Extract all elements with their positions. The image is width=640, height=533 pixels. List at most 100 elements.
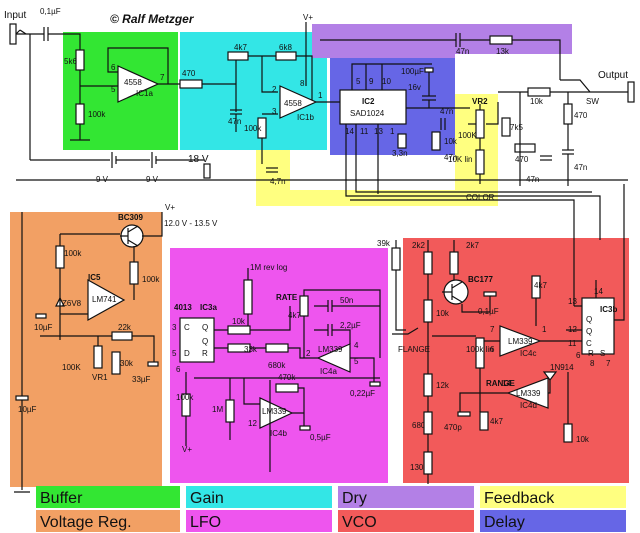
- svg-text:8: 8: [300, 79, 305, 88]
- legend-delay-label: Delay: [484, 514, 525, 531]
- svg-text:47n: 47n: [456, 47, 469, 56]
- svg-text:10µF: 10µF: [34, 323, 53, 332]
- color-label: COLOR: [466, 193, 495, 202]
- svg-text:470: 470: [515, 155, 529, 164]
- svg-text:100K: 100K: [62, 363, 81, 372]
- vr1-pot[interactable]: [93, 345, 103, 369]
- ic4b-comparator: [259, 397, 294, 429]
- svg-text:14: 14: [502, 379, 511, 388]
- svg-text:47n: 47n: [228, 117, 241, 126]
- svg-text:9: 9: [369, 77, 374, 86]
- vr2-pot[interactable]: [475, 109, 485, 139]
- svg-text:10k: 10k: [444, 137, 458, 146]
- svg-text:16v: 16v: [408, 83, 421, 92]
- dry-region: [312, 24, 572, 58]
- svg-text:100k: 100k: [244, 124, 262, 133]
- legend-gain-label: Gain: [190, 490, 224, 507]
- svg-text:10µF: 10µF: [18, 405, 37, 414]
- svg-text:RATE: RATE: [276, 293, 298, 302]
- svg-text:6: 6: [111, 63, 116, 72]
- svg-text:4: 4: [354, 341, 359, 350]
- svg-text:47n: 47n: [574, 163, 587, 172]
- output-label: Output: [598, 70, 628, 81]
- svg-text:Q: Q: [586, 315, 592, 324]
- svg-text:11: 11: [568, 339, 577, 348]
- svg-text:LM339: LM339: [318, 345, 343, 354]
- svg-text:6: 6: [490, 345, 495, 354]
- svg-text:4558: 4558: [124, 78, 142, 87]
- rate-pot[interactable]: [243, 279, 253, 315]
- legend-dry-swatch: [338, 486, 474, 508]
- svg-text:C: C: [586, 339, 592, 348]
- svg-text:13: 13: [374, 127, 383, 136]
- svg-text:7k5: 7k5: [510, 123, 523, 132]
- svg-text:IC3a: IC3a: [200, 303, 217, 312]
- svg-text:100k: 100k: [88, 110, 106, 119]
- svg-text:100k: 100k: [142, 275, 160, 284]
- svg-text:IC2: IC2: [362, 97, 375, 106]
- svg-text:1: 1: [542, 325, 547, 334]
- svg-text:IC4c: IC4c: [520, 349, 536, 358]
- svg-text:IC3b: IC3b: [600, 305, 617, 314]
- svg-text:8: 8: [590, 359, 595, 368]
- svg-text:4k7: 4k7: [534, 281, 547, 290]
- svg-text:5: 5: [111, 85, 116, 94]
- svg-text:R: R: [588, 349, 594, 358]
- svg-text:4,7n: 4,7n: [270, 177, 286, 186]
- copyright-title: © Ralf Metzger: [110, 12, 195, 26]
- svg-text:2,2µF: 2,2µF: [340, 321, 361, 330]
- svg-text:100K: 100K: [458, 131, 477, 140]
- svg-text:0,5µF: 0,5µF: [310, 433, 331, 442]
- svg-text:130: 130: [410, 463, 424, 472]
- feedback-region: [256, 94, 498, 206]
- vco-region: [403, 238, 629, 483]
- svg-text:50n: 50n: [340, 296, 353, 305]
- svg-text:3: 3: [172, 323, 177, 332]
- ic1b-opamp: [279, 85, 318, 119]
- svg-text:VR2: VR2: [472, 97, 488, 106]
- legend-gain-swatch: [186, 486, 332, 508]
- svg-text:680k: 680k: [268, 361, 286, 370]
- output-jack: [627, 81, 635, 103]
- svg-text:LM339: LM339: [516, 389, 541, 398]
- legend-vco-swatch: [338, 510, 474, 532]
- svg-text:C: C: [184, 323, 190, 332]
- svg-text:47n: 47n: [440, 107, 453, 116]
- svg-text:12.0 V - 13.5 V: 12.0 V - 13.5 V: [164, 219, 218, 228]
- lm741-opamp: [87, 278, 126, 322]
- svg-text:IC5: IC5: [88, 273, 101, 282]
- lfo-region: [170, 248, 388, 483]
- legend-feedback-swatch: [480, 486, 626, 508]
- svg-text:4k7: 4k7: [490, 417, 503, 426]
- legend-buffer-swatch: [36, 486, 180, 508]
- svg-text:BC177: BC177: [468, 275, 493, 284]
- color-pot[interactable]: [475, 149, 485, 175]
- svg-text:12k: 12k: [436, 381, 450, 390]
- svg-text:10k: 10k: [436, 309, 450, 318]
- svg-text:470: 470: [574, 111, 588, 120]
- svg-text:7: 7: [160, 73, 165, 82]
- svg-text:IC4d: IC4d: [520, 401, 537, 410]
- svg-text:100k: 100k: [176, 393, 194, 402]
- svg-text:14: 14: [345, 127, 354, 136]
- svg-text:4558: 4558: [284, 99, 302, 108]
- svg-text:10k: 10k: [232, 317, 246, 326]
- svg-text:IC4a: IC4a: [320, 367, 337, 376]
- svg-text:SAD1024: SAD1024: [350, 109, 385, 118]
- svg-text:IC1b: IC1b: [297, 113, 314, 122]
- vplus-top: V+: [303, 13, 313, 22]
- svg-text:1N914: 1N914: [550, 363, 574, 372]
- svg-text:6: 6: [576, 351, 581, 360]
- svg-text:4013: 4013: [174, 303, 192, 312]
- svg-text:D: D: [184, 349, 190, 358]
- input-cap-label: 0,1µF: [40, 7, 61, 16]
- svg-text:IC1a: IC1a: [136, 89, 153, 98]
- svg-text:11: 11: [360, 127, 369, 136]
- svg-text:5: 5: [172, 349, 177, 358]
- svg-text:10: 10: [382, 77, 391, 86]
- flange-switch-label: FLANGE: [398, 345, 430, 354]
- svg-text:100µF: 100µF: [401, 67, 424, 76]
- svg-text:2k7: 2k7: [466, 241, 479, 250]
- legend-vco-label: VCO: [342, 514, 377, 531]
- legend-buffer-label: Buffer: [40, 490, 83, 507]
